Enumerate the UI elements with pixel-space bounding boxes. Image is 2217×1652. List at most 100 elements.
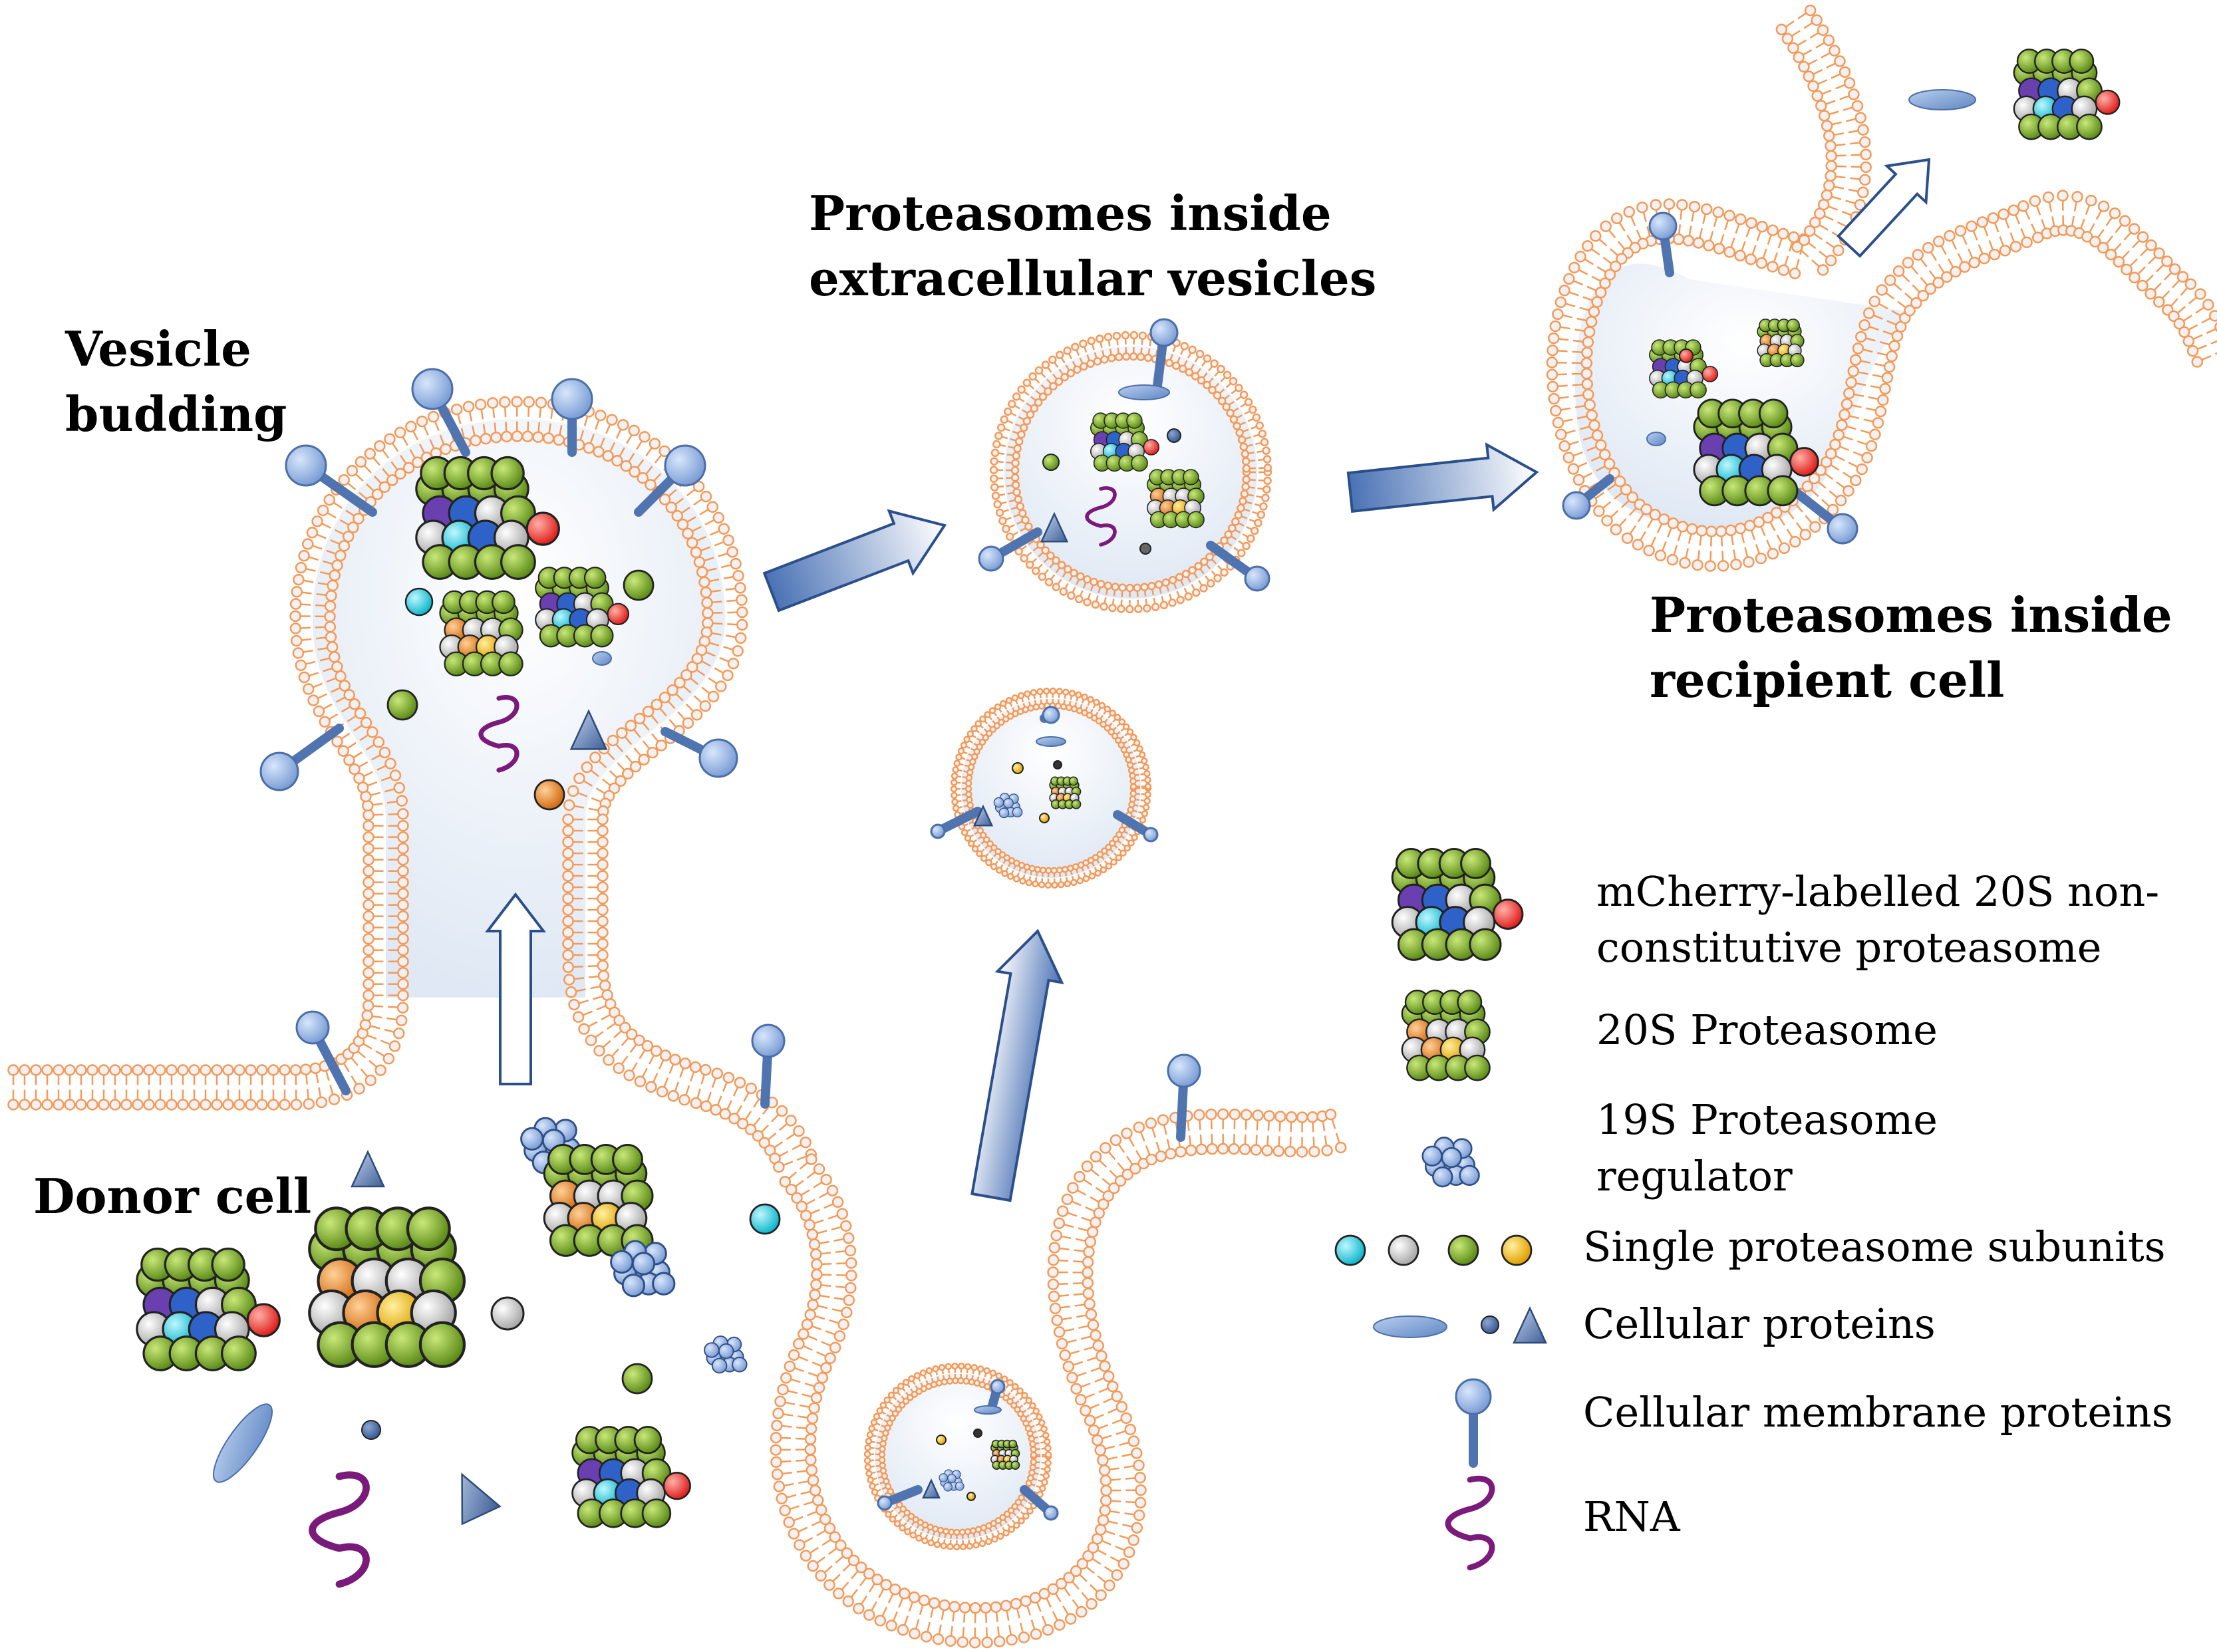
legend-20s-icon	[1401, 990, 1491, 1081]
protein-ellipse-icon	[1036, 736, 1066, 747]
membrane-protein-icon	[551, 378, 593, 457]
legend-19s-icon	[1421, 1137, 1480, 1188]
protein-small-icon	[1139, 543, 1151, 555]
proteasome-20s-icon	[543, 1143, 654, 1257]
membrane-protein-icon	[295, 1010, 351, 1095]
label-ev-title-1: Proteasomes inside	[809, 185, 1332, 241]
legend: mCherry-labelled 20S non- constitutive p…	[1583, 867, 2173, 1541]
arrow-to-recipient	[1346, 442, 1539, 513]
rna-icon	[309, 1471, 370, 1588]
protein-triangle-icon	[351, 1150, 385, 1188]
subunit-yellow-icon	[966, 1492, 976, 1501]
label-vesicle-budding-1: Vesicle	[65, 321, 251, 377]
subunit-cyan-icon	[404, 587, 434, 617]
ev-small-membrane	[950, 687, 1152, 889]
legend-mcherry-2: constitutive proteasome	[1596, 923, 2101, 972]
legend-mcherry-1: mCherry-labelled 20S non-	[1596, 867, 2159, 916]
proteasome-20s-icon	[990, 1439, 1020, 1470]
protein-triangle-icon	[569, 709, 608, 750]
membrane-protein-icon	[411, 368, 470, 457]
legend-protein-triangle-icon	[1513, 1306, 1547, 1344]
membrane-protein-icon	[877, 1485, 923, 1511]
legend-subunit-cyan-icon	[1334, 1234, 1366, 1266]
legend-subunits: Single proteasome subunits	[1583, 1222, 2166, 1271]
legend-protein-ellipse-icon	[1373, 1315, 1447, 1338]
arrow-budding-up	[484, 892, 547, 1085]
membrane-protein-icon	[751, 1024, 786, 1109]
proteasome-20s-icon	[308, 1206, 466, 1368]
subunit-green-icon	[621, 1363, 653, 1395]
subunit-cyan-icon	[749, 1203, 781, 1235]
proteasome-20s-icon	[1049, 776, 1082, 809]
recipient-membrane	[1546, 4, 2217, 572]
membrane-protein-icon	[1206, 541, 1270, 592]
membrane-protein-icon	[930, 807, 982, 839]
legend-subunit-grey-icon	[1388, 1234, 1419, 1266]
proteasome-20s-icon	[1757, 319, 1805, 368]
membrane-protein-icon	[285, 444, 377, 517]
subunit-yellow-icon	[1012, 762, 1024, 774]
legend-cellular-proteins: Cellular proteins	[1583, 1300, 1936, 1348]
legend-19s-1: 19S Proteasome	[1596, 1095, 1938, 1144]
membrane-protein-icon	[634, 444, 706, 517]
mcherry-proteasome-icon	[1090, 412, 1160, 472]
legend-rna: RNA	[1583, 1492, 1681, 1541]
subunit-orange-icon	[533, 779, 565, 811]
regulator-19s-icon	[939, 1469, 964, 1492]
membrane-protein-icon	[1791, 487, 1858, 545]
membrane-protein-icon	[1167, 1053, 1201, 1142]
protein-triangle-icon	[1040, 511, 1069, 543]
rna-icon	[1085, 486, 1117, 547]
protein-ellipse-icon	[1118, 384, 1170, 400]
subunit-yellow-icon	[1039, 813, 1050, 823]
regulator-19s-icon	[704, 1335, 748, 1374]
donor-membrane-left	[7, 396, 817, 1173]
mcherry-proteasome-icon	[1693, 398, 1819, 507]
mcherry-proteasome-icon	[571, 1426, 691, 1528]
membrane-protein-icon	[1562, 474, 1614, 520]
membrane-protein-icon	[1020, 1485, 1059, 1521]
subunit-green-icon	[386, 689, 418, 721]
label-ev-title-2: extracellular vesicles	[809, 250, 1376, 307]
protein-ellipse-icon	[1908, 89, 1976, 110]
subunit-grey-icon	[490, 1296, 525, 1331]
protein-small-ellipse-icon	[592, 651, 612, 666]
protein-ellipse-icon	[212, 1403, 273, 1483]
membrane-protein-icon	[1149, 318, 1179, 390]
label-donor-cell: Donor cell	[33, 1168, 311, 1224]
label-recipient-title-1: Proteasomes inside	[1650, 587, 2172, 643]
mcherry-proteasome-icon	[2013, 49, 2121, 140]
legend-20s: 20S Proteasome	[1596, 1006, 1938, 1054]
membrane-protein-icon	[661, 727, 738, 778]
donor-membrane-right	[770, 1108, 1347, 1649]
mcherry-tag-icon	[1679, 348, 1694, 363]
arrow-exit-recipient	[1837, 158, 1931, 258]
protein-small-icon	[1053, 760, 1062, 769]
protein-ellipse-icon	[974, 1405, 1002, 1415]
protein-small-icon	[973, 1429, 982, 1438]
ev-invag-membrane	[863, 1362, 1052, 1551]
ev-upper-membrane	[989, 331, 1272, 614]
protein-small-ellipse-icon	[1646, 432, 1666, 446]
subunit-yellow-icon	[936, 1435, 947, 1445]
proteasome-20s-icon	[1146, 469, 1205, 529]
legend-subunit-yellow-icon	[1501, 1234, 1533, 1266]
proteasome-20s-icon	[439, 590, 523, 677]
arrow-invag-up	[970, 928, 1064, 1202]
protein-triangle-icon	[922, 1478, 941, 1499]
membrane-protein-icon	[1040, 706, 1060, 724]
legend-protein-small-icon	[1481, 1315, 1499, 1334]
membranes	[7, 4, 2217, 1649]
protein-small-icon	[361, 1420, 381, 1440]
subunit-green-icon	[1042, 454, 1060, 471]
mcherry-proteasome-icon	[535, 567, 630, 648]
legend-19s-2: regulator	[1596, 1152, 1793, 1200]
legend-membrane-protein-icon	[1455, 1378, 1492, 1468]
regulator-19s-icon	[610, 1240, 676, 1298]
rna-icon	[478, 695, 519, 773]
membrane-protein-icon	[978, 527, 1042, 572]
ev-upper-interior	[1004, 346, 1257, 599]
regulator-19s-icon	[993, 793, 1023, 819]
label-recipient-title-2: recipient cell	[1650, 652, 2004, 708]
protein-triangle-icon	[972, 804, 994, 827]
